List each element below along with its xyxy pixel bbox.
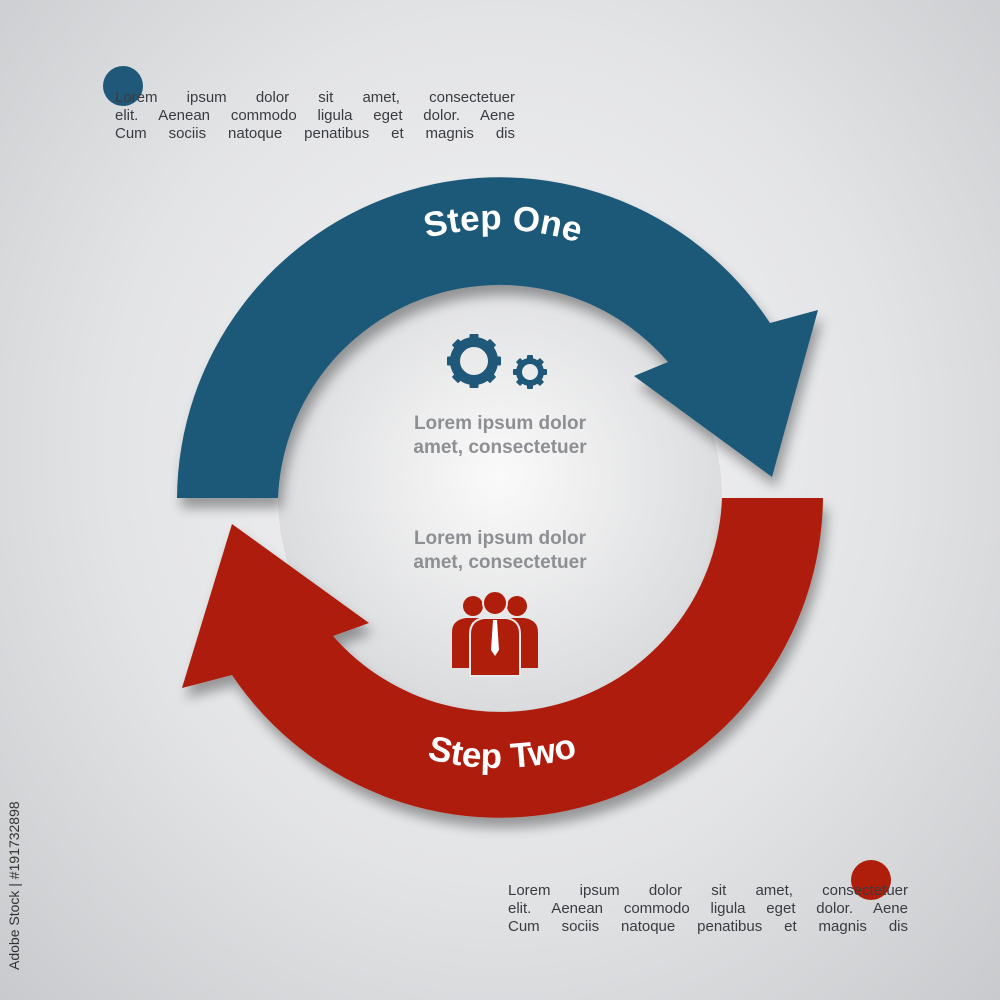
bottom-note-line: Lorem ipsum dolor sit amet, consectetuer [508,882,908,899]
top-note-dot [103,66,143,106]
step-one-text-line: Lorem ipsum dolor [413,413,587,434]
step-one-arrow [177,177,818,498]
step-two-text-line: amet, consectetuer [413,552,587,573]
stock-id: Adobe Stock | #191732898 [6,801,22,970]
top-note-line: Lorem ipsum dolor sit amet, consectetuer [115,89,515,106]
step-two-arrow [182,498,823,818]
team-icon [452,590,538,677]
bottom-note: Lorem ipsum dolor sit amet, consectetuer… [508,882,908,936]
inner-disc [278,276,722,720]
step-one-text-line: amet, consectetuer [413,437,587,458]
top-note-line: Cum sociis natoque penatibus et magnis d… [115,125,515,142]
top-note-line: elit. Aenean commodo ligula eget dolor. … [115,107,515,124]
bottom-note-line: elit. Aenean commodo ligula eget dolor. … [508,900,908,917]
top-note: Lorem ipsum dolor sit amet, consectetuer… [115,89,515,143]
bottom-note-dot [851,860,891,900]
bottom-note-line: Cum sociis natoque penatibus et magnis d… [508,918,908,935]
step-two-text-line: Lorem ipsum dolor [413,528,587,549]
step-two-description: Lorem ipsum dolor amet, consectetuer [350,527,650,575]
gears-icon [447,334,547,389]
step-one-description: Lorem ipsum dolor amet, consectetuer [350,412,650,460]
